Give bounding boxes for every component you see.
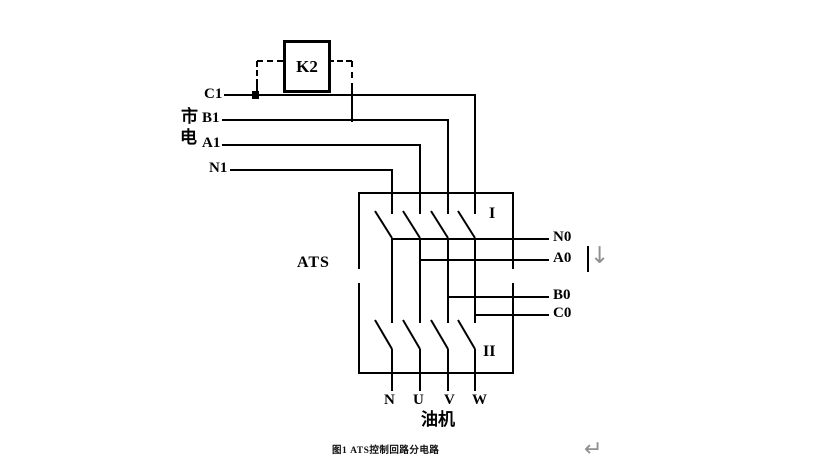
paragraph-return-icon: ↵ (584, 437, 603, 462)
wire-pole3-mid (447, 238, 449, 323)
ats-box-right-lower (512, 283, 514, 374)
switch-blade (374, 319, 393, 350)
mains-label-char2: 电 (180, 128, 197, 147)
ats-box-right-upper (512, 192, 514, 269)
wire-k2-lead-left (257, 60, 283, 62)
wire-c0 (475, 314, 549, 316)
line-break-down-arrow-icon: ↓ (590, 243, 610, 269)
wire-k2-lead-right (328, 60, 352, 62)
output-label-b0: B0 (553, 287, 571, 303)
wire-k2-drop-left (256, 84, 258, 97)
terminal-label-v: V (444, 392, 455, 408)
ats-box-left-upper (358, 192, 360, 269)
wire-pole1-top (391, 169, 393, 214)
wire-pole4-top (474, 94, 476, 214)
wire-c1 (224, 94, 476, 96)
wire-pole2-bottom (419, 349, 421, 391)
ats-box-top (359, 192, 514, 194)
wire-pole2-top (419, 144, 421, 214)
wire-k2-drop-left-dashed (256, 61, 258, 85)
wire-pole3-top (447, 119, 449, 214)
wire-n1 (230, 169, 393, 171)
switch-blade (430, 210, 449, 239)
input-label-b1: B1 (202, 110, 220, 126)
input-label-c1: C1 (204, 86, 223, 102)
output-label-a0: A0 (553, 250, 572, 266)
wire-b0 (448, 296, 549, 298)
relay-label: K2 (296, 57, 318, 76)
wire-pole4-mid (474, 238, 476, 323)
terminal-label-n: N (384, 392, 395, 408)
wire-k2-drop-right-dashed (351, 61, 353, 89)
input-label-a1: A1 (202, 135, 221, 151)
wire-a1 (222, 144, 421, 146)
switch-blade (374, 210, 393, 239)
wire-pole1-mid (391, 238, 393, 323)
ats-label: ATS (297, 254, 330, 271)
wire-a0 (420, 259, 549, 261)
wire-n0 (392, 238, 549, 240)
section-ii-label: II (483, 343, 496, 360)
input-label-n1: N1 (209, 160, 228, 176)
output-label-c0: C0 (553, 305, 572, 321)
wire-pole3-bottom (447, 349, 449, 391)
generator-label: 油机 (421, 410, 455, 429)
wire-b1 (222, 119, 449, 121)
relay-k2-box: K2 (283, 40, 331, 93)
wire-pole1-bottom (391, 349, 393, 391)
terminal-label-u: U (413, 392, 424, 408)
switch-blade (402, 210, 421, 239)
switch-blade (430, 319, 449, 350)
text-cursor-caret (587, 246, 589, 272)
section-i-label: I (489, 205, 496, 222)
figure-caption: 图1 ATS控制回路分电路 (332, 446, 440, 456)
switch-blade (457, 210, 476, 239)
mains-label-char1: 市 (181, 107, 198, 126)
terminal-label-w: W (472, 392, 487, 408)
ats-box-left-lower (358, 283, 360, 374)
wire-k2-drop-right (351, 88, 353, 122)
wire-pole4-bottom (474, 349, 476, 391)
output-label-n0: N0 (553, 229, 572, 245)
ats-box-bottom (359, 372, 514, 374)
switch-blade (457, 319, 476, 350)
switch-blade (402, 319, 421, 350)
wire-pole2-mid (419, 238, 421, 323)
